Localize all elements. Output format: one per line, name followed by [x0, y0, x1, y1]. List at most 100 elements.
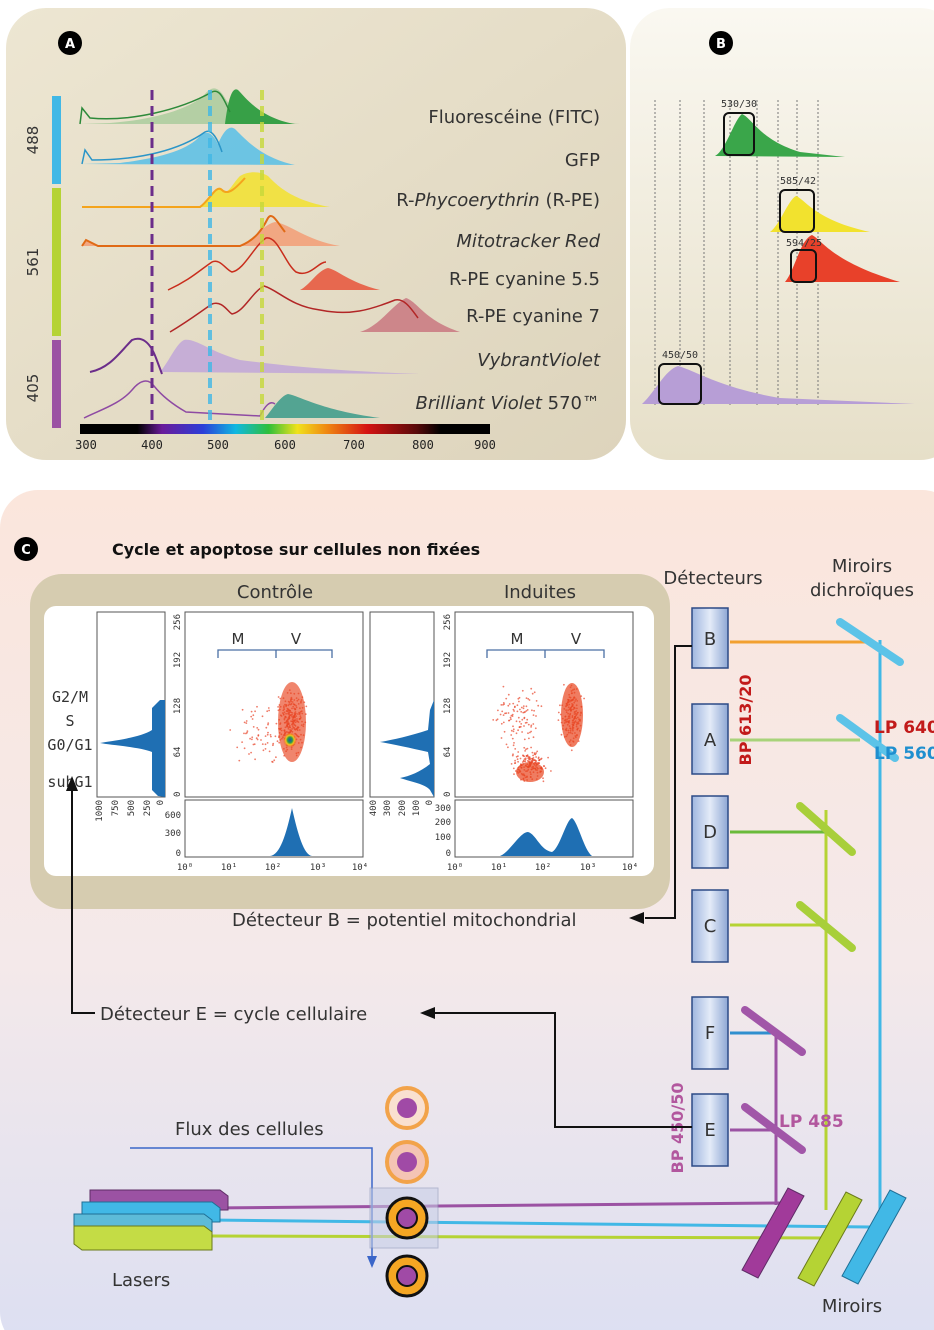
- scatter-point: [523, 738, 526, 741]
- scatter-point: [534, 753, 537, 756]
- cells: [385, 1086, 429, 1298]
- panel-b-green-emission: [715, 114, 845, 157]
- scatter-point: [275, 722, 278, 725]
- connector-note-cycle: [71, 790, 95, 1014]
- detector-f: [691, 996, 729, 1070]
- scatter-point: [229, 729, 232, 731]
- miroirs-dichroiques-title-1: Miroirs: [832, 556, 892, 577]
- scatter-point: [514, 748, 517, 750]
- laser-bar-561: [52, 188, 61, 336]
- scatter-point: [516, 710, 519, 713]
- scatter-point: [521, 731, 523, 733]
- scatter-point: [528, 699, 531, 701]
- scatter-point: [507, 746, 509, 749]
- scatter-point: [268, 709, 270, 712]
- scatter-point: [538, 759, 540, 762]
- path-blue-laser: [209, 1218, 871, 1229]
- ind-log-tick: 10¹: [491, 863, 507, 873]
- scatter-point: [528, 757, 531, 759]
- wavelength-spectrum-bar: [80, 424, 490, 434]
- detector-c-label: C: [704, 916, 717, 937]
- ctrl-gate-bracket: [217, 649, 333, 658]
- scatter-point: [517, 716, 520, 719]
- scatter-point: [534, 727, 537, 730]
- scatter-point: [550, 770, 552, 772]
- scatter-point: [547, 756, 549, 759]
- scatter-point: [533, 691, 536, 694]
- scatter-point: [513, 710, 515, 712]
- scatter-point: [512, 730, 515, 733]
- scatter-point: [532, 714, 535, 716]
- ind-cluster-m: [516, 762, 544, 782]
- spectrum-rpe-emission: [82, 172, 330, 207]
- scatter-point: [274, 735, 277, 738]
- ind-count-tick: 0: [446, 849, 451, 859]
- detector-d: [691, 795, 729, 869]
- panel-a-badge: [58, 31, 82, 55]
- scatter-point: [501, 710, 504, 713]
- scatter-point: [512, 702, 515, 705]
- ind-y-tick: 0: [443, 792, 453, 797]
- ind-bottom-histogram-frame: [454, 799, 634, 858]
- panel-b-red-emission: [785, 235, 900, 282]
- spectrum-pecy7-excitation: [169, 285, 419, 333]
- path-violet-laser: [209, 1201, 781, 1210]
- dye-labels: Fluorescéine (FITC) GFP R-Phycoerythrin …: [396, 107, 601, 414]
- detector-e-label: E: [704, 1120, 715, 1141]
- scatter-point: [275, 756, 277, 759]
- scatter-point: [517, 760, 519, 763]
- scatter-point: [532, 754, 534, 757]
- ctrl-log-tick: 10¹: [221, 863, 237, 873]
- scatter-point: [267, 722, 270, 724]
- scatter-point: [262, 749, 265, 752]
- scatter-point: [243, 747, 246, 750]
- ind-cluster-v: [561, 683, 583, 747]
- scatter-point: [509, 716, 512, 719]
- ctrl-count-tick: 0: [176, 849, 181, 859]
- ind-gate-m: M: [511, 630, 524, 648]
- ind-log-tick: 10⁰: [447, 863, 463, 873]
- scatter-point: [521, 718, 524, 721]
- bottom-mirror-violet: [741, 1187, 805, 1279]
- scatter-point: [523, 746, 526, 749]
- laser-label-405: 405: [24, 374, 42, 403]
- scatter-point: [517, 697, 520, 700]
- scatter-point: [535, 752, 538, 754]
- scatter-point: [519, 757, 522, 760]
- dye-label: R-PE cyanine 5.5: [449, 269, 600, 290]
- scatter-point: [522, 705, 525, 707]
- column-title-controle: Contrôle: [237, 582, 313, 603]
- filter-label-lp560: LP 560: [874, 744, 934, 764]
- scatter-point: [533, 752, 536, 754]
- ind-side-histogram: [380, 700, 434, 797]
- detector-e: [691, 1093, 729, 1167]
- scatter-point: [505, 697, 508, 700]
- scatter-point: [250, 751, 253, 754]
- wavelength-tick: 700: [343, 438, 365, 452]
- filter-label: 594/25: [786, 238, 822, 249]
- panel-b: B 530/30 585/42 594/25 450/50: [630, 8, 934, 460]
- scatter-point: [513, 706, 516, 709]
- wavelength-tick: 300: [75, 438, 97, 452]
- scatter-point: [520, 706, 523, 709]
- scatter-point: [533, 709, 535, 712]
- detecteurs-title: Détecteurs: [663, 568, 762, 589]
- ctrl-y-tick: 0: [173, 792, 183, 797]
- scatter-point: [511, 737, 514, 740]
- detector-f-label: F: [705, 1023, 715, 1044]
- optical-paths: [209, 640, 882, 1240]
- scatter-point: [523, 755, 526, 758]
- mirror-lp560: [836, 714, 899, 762]
- ctrl-bottom-histogram-frame: [184, 799, 364, 858]
- scatter-point: [522, 759, 525, 762]
- ind-log-tick: 10⁴: [622, 863, 638, 873]
- scatter-point: [529, 758, 531, 761]
- scatter-point: [526, 709, 529, 711]
- scatter-point: [305, 705, 308, 708]
- detector-b: [691, 607, 729, 669]
- scatter-point: [523, 725, 525, 727]
- dye-label: Mitotracker Red: [456, 231, 600, 252]
- scatter-point: [511, 713, 514, 716]
- scatter-point: [245, 720, 248, 722]
